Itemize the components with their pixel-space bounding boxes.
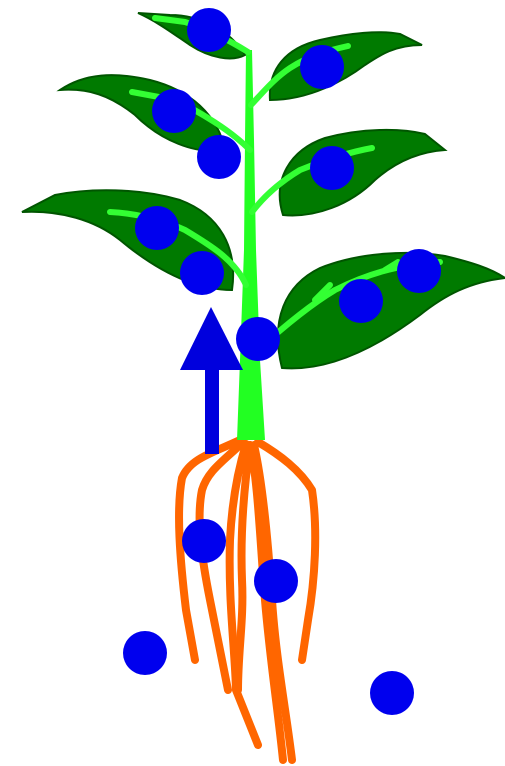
dot	[397, 249, 441, 293]
dot	[254, 559, 298, 603]
up-arrow	[180, 307, 243, 454]
dot	[135, 206, 179, 250]
dot	[182, 519, 226, 563]
dot	[370, 671, 414, 715]
stem	[237, 50, 265, 440]
leaves	[22, 13, 505, 368]
dot	[339, 279, 383, 323]
arrowhead	[180, 307, 243, 370]
dot	[152, 89, 196, 133]
roots	[179, 440, 315, 760]
dot	[180, 251, 224, 295]
leaf-upper-right	[280, 130, 445, 216]
dot	[236, 317, 280, 361]
arrow-shaft	[205, 358, 219, 454]
dot	[300, 45, 344, 89]
dot	[310, 146, 354, 190]
dot	[123, 631, 167, 675]
dot	[197, 135, 241, 179]
dot	[187, 8, 231, 52]
